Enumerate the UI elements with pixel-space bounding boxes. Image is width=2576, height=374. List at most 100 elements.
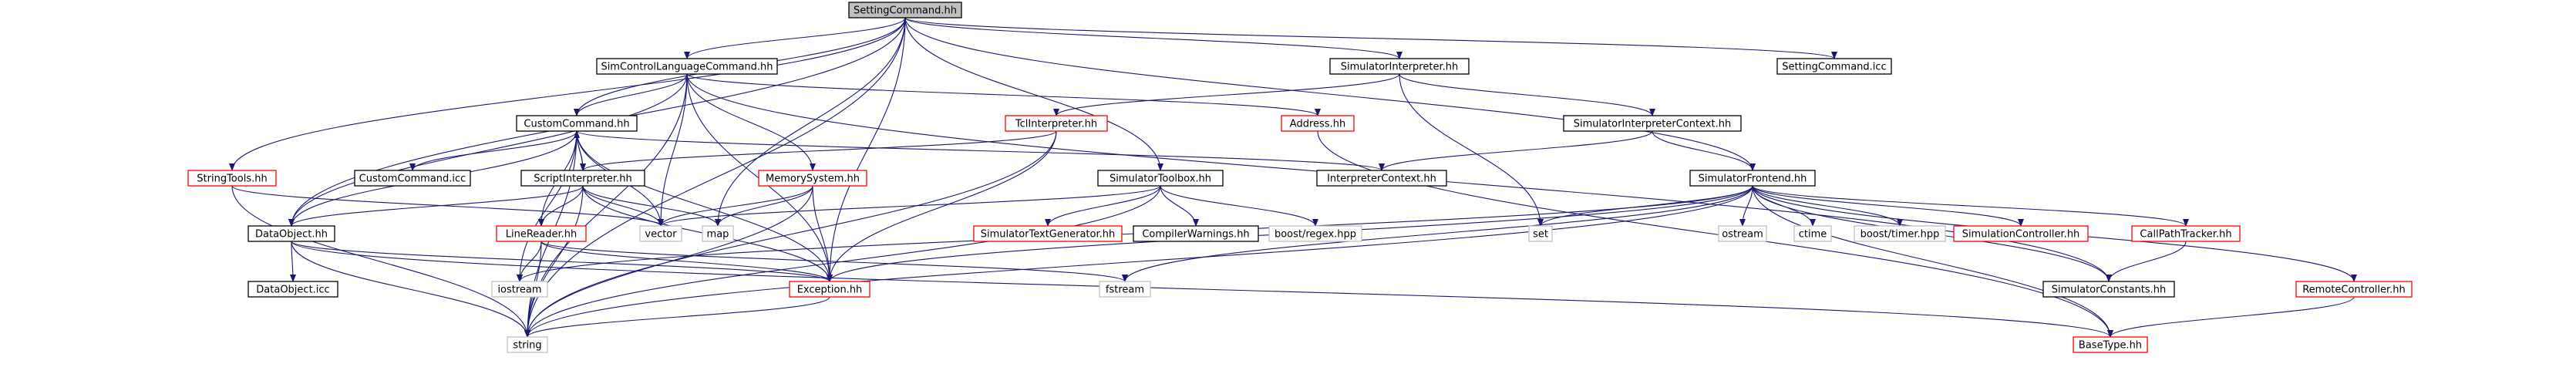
node-label: SimulatorInterpreter.hh <box>1341 62 1458 73</box>
node-interpretercontext_hh[interactable]: InterpreterContext.hh <box>1316 170 1447 187</box>
node-settingcommand_icc[interactable]: SettingCommand.icc <box>1776 58 1892 75</box>
node-stringtools_hh[interactable]: StringTools.hh <box>187 170 277 187</box>
node-simulatorconstants_hh[interactable]: SimulatorConstants.hh <box>2042 281 2175 298</box>
node-simulatorinterpretercontext_hh[interactable]: SimulatorInterpreterContext.hh <box>1563 115 1742 132</box>
node-label: vector <box>645 229 677 241</box>
node-callpathtracker_hh[interactable]: CallPathTracker.hh <box>2131 225 2241 242</box>
node-label: SimulatorToolbox.hh <box>1110 174 1211 185</box>
node-dataobject_hh[interactable]: DataObject.hh <box>247 225 335 242</box>
node-label: fstream <box>1106 285 1144 296</box>
node-box <box>2042 281 2175 298</box>
node-label: Exception.hh <box>797 285 863 296</box>
edge-simulatortoolbox_hh-to-compilerwarnings_hh <box>1160 185 1199 227</box>
node-label: CallPathTracker.hh <box>2140 229 2231 241</box>
node-label: SimulatorFrontend.hh <box>1699 174 1807 185</box>
edge-exception_hh-to-string <box>524 296 830 338</box>
node-simulationcontroller_hh[interactable]: SimulationController.hh <box>1953 225 2089 242</box>
node-tclinterpreter_hh[interactable]: TclInterpreter.hh <box>1005 115 1108 132</box>
edge-dataobject_hh-to-basetype_hh <box>291 241 2113 338</box>
edge-simcontrollanguagecommand_hh-to-dataobject_hh <box>288 73 688 227</box>
node-box <box>1953 225 2089 242</box>
node-scriptinterpreter_hh[interactable]: ScriptInterpreter.hh <box>520 170 645 187</box>
node-box <box>1097 170 1224 187</box>
edge-simulatorinterpreter_hh-to-simulatorinterpretercontext_hh <box>1399 73 1655 116</box>
edge-stringtools_hh-to-string <box>231 185 530 338</box>
node-address_hh[interactable]: Address.hh <box>1281 115 1355 132</box>
node-settingcommand_hh[interactable]: SettingCommand.hh <box>848 2 962 19</box>
edge-simcontrollanguagecommand_hh-to-vector <box>658 73 688 227</box>
node-label: set <box>1533 229 1548 241</box>
node-box <box>848 2 962 19</box>
node-box <box>354 170 471 187</box>
edge-customcommand_hh-to-iostream <box>517 130 577 282</box>
node-box <box>507 336 548 353</box>
node-simulatortextgenerator_hh[interactable]: SimulatorTextGenerator.hh <box>973 225 1123 242</box>
node-simulatorfrontend_hh[interactable]: SimulatorFrontend.hh <box>1689 170 1816 187</box>
node-label: SimControlLanguageCommand.hh <box>601 62 773 73</box>
node-dataobject_icc[interactable]: DataObject.icc <box>247 281 338 298</box>
node-simcontrollanguagecommand_hh[interactable]: SimControlLanguageCommand.hh <box>596 58 778 75</box>
node-simulatorinterpreter_hh[interactable]: SimulatorInterpreter.hh <box>1329 58 1470 75</box>
node-label: CustomCommand.icc <box>359 174 466 185</box>
node-box <box>2073 336 2148 353</box>
node-basetype_hh[interactable]: BaseType.hh <box>2073 336 2148 353</box>
node-customcommand_icc[interactable]: CustomCommand.icc <box>354 170 471 187</box>
edge-simulatorfrontend_hh-to-simulationcontroller_hh <box>1752 185 2024 227</box>
edge-linereader_hh-to-fstream <box>540 241 1128 282</box>
node-box <box>187 170 277 187</box>
edge-simulatorinterpretercontext_hh-to-simulatorfrontend_hh <box>1652 130 1756 171</box>
node-box <box>2131 225 2241 242</box>
edge-address_hh-to-basetype_hh <box>1317 130 2113 338</box>
node-remotecontroller_hh[interactable]: RemoteController.hh <box>2295 281 2413 298</box>
node-label: ostream <box>1722 229 1763 241</box>
node-layer: SettingCommand.hhSimControlLanguageComma… <box>187 2 2413 353</box>
node-string: string <box>507 336 548 353</box>
node-simulatortoolbox_hh[interactable]: SimulatorToolbox.hh <box>1097 170 1224 187</box>
node-label: ctime <box>1799 229 1827 241</box>
node-box <box>2295 281 2413 298</box>
edge-settingcommand_hh-to-simcontrollanguagecommand_hh <box>684 17 906 59</box>
node-linereader_hh[interactable]: LineReader.hh <box>496 225 587 242</box>
node-exception_hh[interactable]: Exception.hh <box>789 281 870 298</box>
edge-settingcommand_hh-to-simulatorinterpreter_hh <box>904 17 1402 59</box>
edge-layer <box>229 17 2357 338</box>
node-box <box>1281 115 1355 132</box>
node-label: TclInterpreter.hh <box>1015 119 1097 130</box>
edge-simulatorfrontend_hh-to-fstream <box>1122 185 1753 282</box>
node-box <box>1563 115 1742 132</box>
node-box <box>702 225 734 242</box>
edge-settingcommand_hh-to-exception_hh <box>827 17 906 282</box>
edge-simulatortoolbox_hh-to-simulatortextgenerator_hh <box>1045 185 1161 227</box>
node-box <box>1689 170 1816 187</box>
node-box <box>1316 170 1447 187</box>
node-label: DataObject.hh <box>255 229 328 241</box>
node-iostream: iostream <box>491 281 548 298</box>
edge-simcontrollanguagecommand_hh-to-memorysystem_hh <box>686 73 816 171</box>
edge-dataobject_hh-to-string <box>291 241 530 338</box>
node-fstream: fstream <box>1099 281 1151 298</box>
edge-simulatorfrontend_hh-to-callpathtracker_hh <box>1752 185 2189 227</box>
node-label: string <box>513 340 541 352</box>
node-box <box>973 225 1123 242</box>
edge-simulatorinterpretercontext_hh-to-interpretercontext_hh <box>1379 130 1653 171</box>
edge-linereader_hh-to-iostream <box>517 241 542 282</box>
edge-simulatorinterpreter_hh-to-tclinterpreter_hh <box>1053 73 1400 116</box>
node-label: map <box>707 229 729 241</box>
node-label: LineReader.hh <box>506 229 577 241</box>
node-box <box>1005 115 1108 132</box>
node-box <box>247 281 338 298</box>
edge-scriptinterpreter_hh-to-customcommand_hh <box>574 130 584 171</box>
edge-simulatortoolbox_hh-to-boost_regex_hpp <box>1160 185 1318 227</box>
node-memorysystem_hh[interactable]: MemorySystem.hh <box>758 170 867 187</box>
node-label: ScriptInterpreter.hh <box>534 174 631 185</box>
node-label: SettingCommand.icc <box>1782 62 1886 73</box>
node-label: BaseType.hh <box>2079 340 2142 352</box>
edge-memorysystem_hh-to-vector <box>658 185 813 227</box>
edge-dataobject_hh-to-dataobject_icc <box>289 241 296 282</box>
node-label: iostream <box>497 285 541 296</box>
edge-scriptinterpreter_hh-to-vector <box>582 185 664 227</box>
node-customcommand_hh[interactable]: CustomCommand.hh <box>516 115 638 132</box>
node-compilerwarnings_hh[interactable]: CompilerWarnings.hh <box>1133 225 1259 242</box>
edge-settingcommand_hh-to-string <box>524 17 906 338</box>
